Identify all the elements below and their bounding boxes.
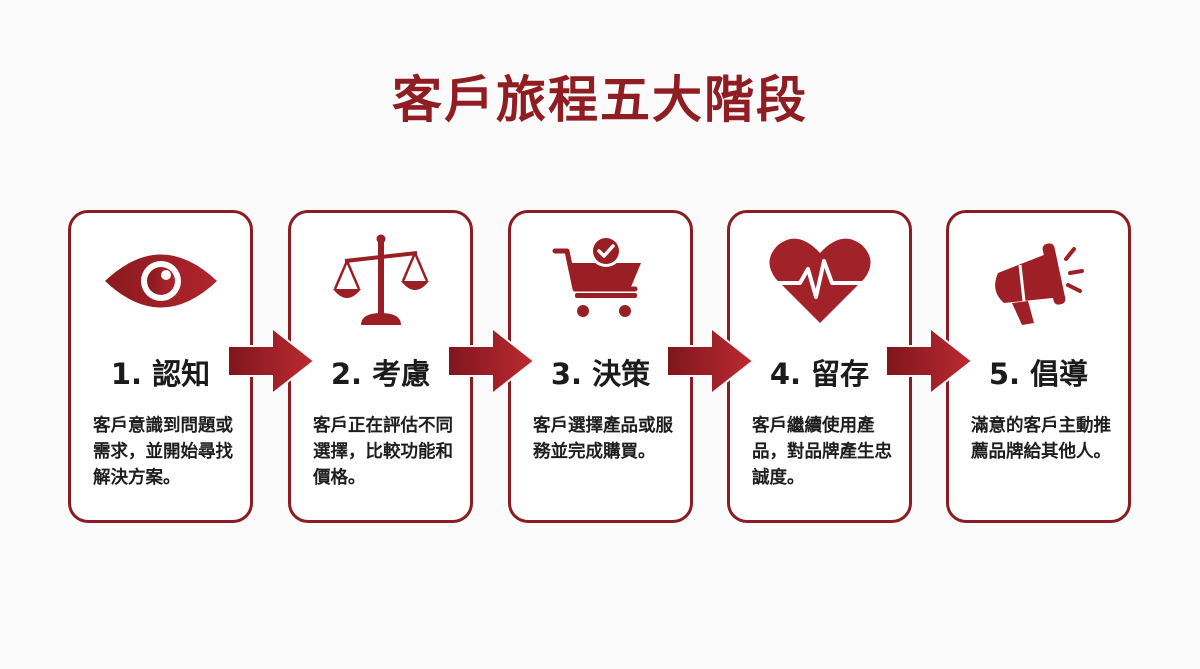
arrow-right-icon: [886, 326, 974, 396]
stage-description: 客戶選擇產品或服務並完成購買。: [533, 416, 673, 462]
stage-heading: 1. 認知: [110, 357, 211, 391]
megaphone-icon: [949, 231, 1128, 331]
stage-heading: 4. 留存: [769, 357, 870, 391]
stage-description: 客戶意識到問題或需求，並開始尋找解決方案。: [93, 416, 233, 488]
stage-card-awareness: 1. 認知 客戶意識到問題或需求，並開始尋找解決方案。: [68, 210, 253, 523]
scales-icon: [291, 231, 470, 331]
eye-icon: [71, 231, 250, 331]
stage-description: 客戶繼續使用產品，對品牌產生忠誠度。: [752, 416, 892, 488]
stage-heading: 3. 決策: [550, 357, 651, 391]
stage-card-decision: 3. 決策 客戶選擇產品或服務並完成購買。: [508, 210, 693, 523]
stage-card-advocacy: 5. 倡導 滿意的客戶主動推薦品牌給其他人。: [946, 210, 1131, 523]
cart-check-icon: [511, 231, 690, 331]
heartbeat-icon: [730, 231, 909, 331]
stage-description: 滿意的客戶主動推薦品牌給其他人。: [971, 416, 1111, 462]
arrow-right-icon: [667, 326, 755, 396]
arrow-right-icon: [448, 326, 536, 396]
stage-description: 客戶正在評估不同選擇，比較功能和價格。: [313, 416, 453, 488]
arrow-right-icon: [228, 326, 316, 396]
stage-heading: 5. 倡導: [988, 357, 1089, 391]
stage-heading: 2. 考慮: [330, 357, 431, 391]
stage-card-retention: 4. 留存 客戶繼續使用產品，對品牌產生忠誠度。: [727, 210, 912, 523]
page-title: 客戶旅程五大階段: [392, 71, 808, 129]
